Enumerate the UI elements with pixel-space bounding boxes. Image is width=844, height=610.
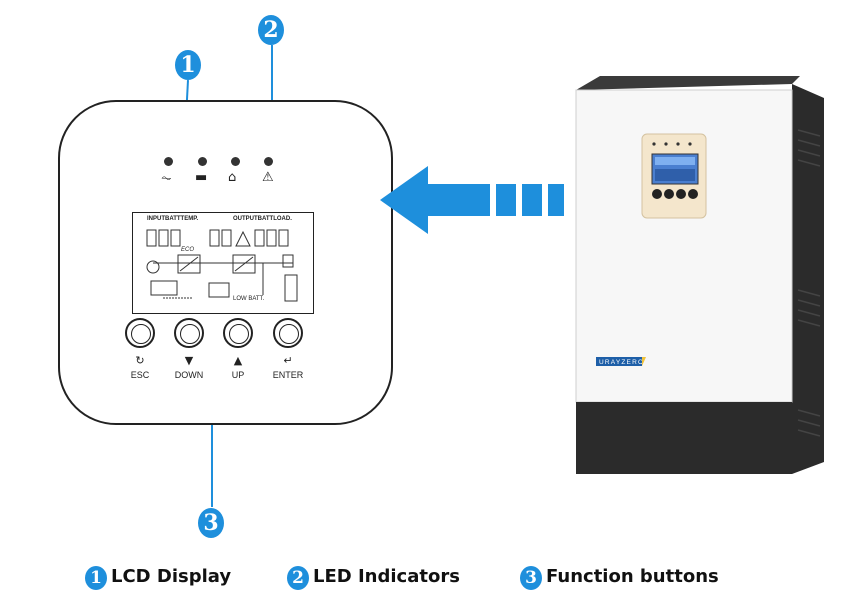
ac-wave-icon: ⏦ <box>161 171 172 186</box>
callout-1-badge: 1 <box>175 50 201 80</box>
legend-3-badge: 3 <box>520 566 542 590</box>
down-button[interactable] <box>174 318 204 348</box>
legend-1-badge: 1 <box>85 566 107 590</box>
enter-icon: ↵ <box>283 354 293 367</box>
enter-button[interactable] <box>273 318 303 348</box>
inverter-icon: ⌂ <box>228 170 237 185</box>
lcd-output-label: OUTPUTBATTLOAD. <box>233 216 292 222</box>
lcd-low-batt-label: LOW BATT. <box>233 296 265 302</box>
down-label: DOWN <box>174 370 204 380</box>
down-arrow-icon: ▼ <box>184 354 194 367</box>
lcd-input-label: INPUTBATTTEMP. <box>147 216 199 222</box>
led-inverter <box>231 157 240 166</box>
callout-3-line <box>211 385 213 507</box>
pointer-arrow <box>380 166 564 234</box>
svg-text:URAYZERO: URAYZERO <box>599 359 644 366</box>
lcd-segments-graphic <box>146 229 298 302</box>
callout-2-badge: 2 <box>258 15 284 45</box>
battery-icon: ▬ <box>195 170 208 185</box>
esc-button[interactable] <box>125 318 155 348</box>
esc-icon: ↻ <box>135 354 145 367</box>
up-arrow-icon: ▲ <box>233 354 243 367</box>
legend-3-text: Function buttons <box>546 566 719 587</box>
warning-icon: ⚠ <box>262 170 274 185</box>
led-ac-input <box>164 157 173 166</box>
lcd-display: INPUTBATTTEMP. OUTPUTBATTLOAD. EC <box>132 212 314 314</box>
enter-label: ENTER <box>272 370 304 380</box>
legend-2-text: LED Indicators <box>313 566 460 587</box>
led-battery <box>198 157 207 166</box>
up-label: UP <box>231 370 245 380</box>
esc-label: ESC <box>130 370 150 380</box>
led-fault <box>264 157 273 166</box>
legend-1-text: LCD Display <box>111 566 232 587</box>
up-button[interactable] <box>223 318 253 348</box>
legend-2-badge: 2 <box>287 566 309 590</box>
lcd-eco-label: ECO <box>181 247 195 253</box>
inverter-device-image: URAYZERO <box>575 76 824 474</box>
callout-3-badge: 3 <box>198 508 224 538</box>
